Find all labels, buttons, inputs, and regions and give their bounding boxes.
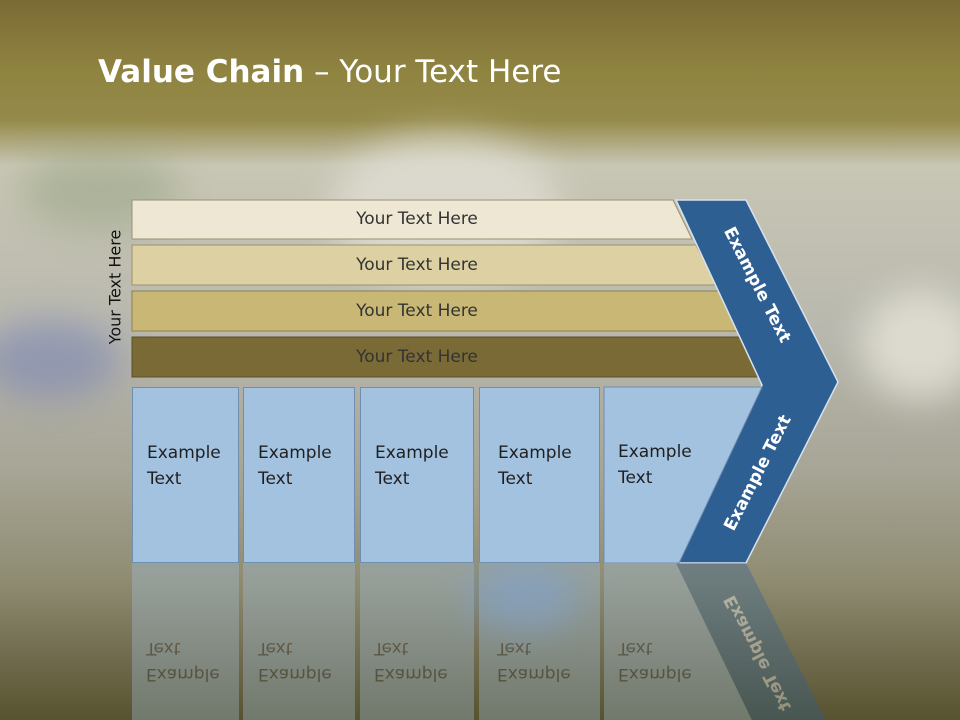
reflection-line2-1: Text <box>146 638 181 658</box>
bar-2: Your Text Here <box>132 246 702 284</box>
last-box-shape <box>603 386 763 564</box>
reflection-line1-3: Example <box>374 664 448 684</box>
reflection-line1-1: Example <box>146 664 220 684</box>
box-1-line2: Text <box>147 469 182 489</box>
box-4-line1: Example <box>498 443 572 463</box>
bar-3: Your Text Here <box>132 292 702 330</box>
reflection-line2-5: Text <box>618 638 653 658</box>
reflection-line1-5: Example <box>618 664 692 684</box>
reflection-box-5 <box>604 563 762 720</box>
box-5-line1: Example <box>618 442 692 462</box>
reflection-text-5: Example Text <box>618 635 692 687</box>
background-blur-blue <box>0 320 120 400</box>
reflection-text-2: Example Text <box>258 635 332 687</box>
bar-3-label: Your Text Here <box>356 301 478 321</box>
reflection-line2-2: Text <box>258 638 293 658</box>
bar-1: Your Text Here <box>132 200 702 238</box>
reflection-box-4 <box>479 563 600 720</box>
reflection-box-3 <box>360 563 474 720</box>
box-2-line1: Example <box>258 443 332 463</box>
box-3-line1: Example <box>375 443 449 463</box>
box-3-line2: Text <box>375 469 410 489</box>
box-4-line2: Text <box>498 469 533 489</box>
bar-4-label: Your Text Here <box>356 347 478 367</box>
box-1-line1: Example <box>147 443 221 463</box>
reflection-shapes <box>132 563 838 720</box>
reflection-text-4: Example Text <box>497 635 571 687</box>
chevron-shape <box>674 199 839 564</box>
reflection-line2-4: Text <box>497 638 532 658</box>
reflection-line1-2: Example <box>258 664 332 684</box>
reflection-inner: Example Text Example Text Example Text Exam… <box>0 563 960 720</box>
reflection-text-1: Example Text <box>146 635 220 687</box>
bar-1-shape <box>131 199 693 240</box>
bar-1-label: Your Text Here <box>356 209 478 229</box>
background-blur-right <box>860 290 960 400</box>
box-5-line2: Text <box>618 468 653 488</box>
reflection: Example Text Example Text Example Text Exam… <box>0 563 960 720</box>
slide-title: Value Chain – Your Text Here <box>98 54 561 90</box>
reflection-line2-3: Text <box>374 638 409 658</box>
title-bold: Value Chain <box>98 54 305 90</box>
reflection-chevron <box>676 563 838 720</box>
bar-2-label: Your Text Here <box>356 255 478 275</box>
reflection-text-3: Example Text <box>374 635 448 687</box>
reflection-line1-4: Example <box>497 664 571 684</box>
box-2-line2: Text <box>258 469 293 489</box>
background-blur-ball <box>470 560 580 630</box>
reflection-box-2 <box>243 563 355 720</box>
title-rest: – Your Text Here <box>304 54 562 90</box>
reflection-box-1 <box>132 563 239 720</box>
bar-4: Your Text Here <box>132 338 702 376</box>
